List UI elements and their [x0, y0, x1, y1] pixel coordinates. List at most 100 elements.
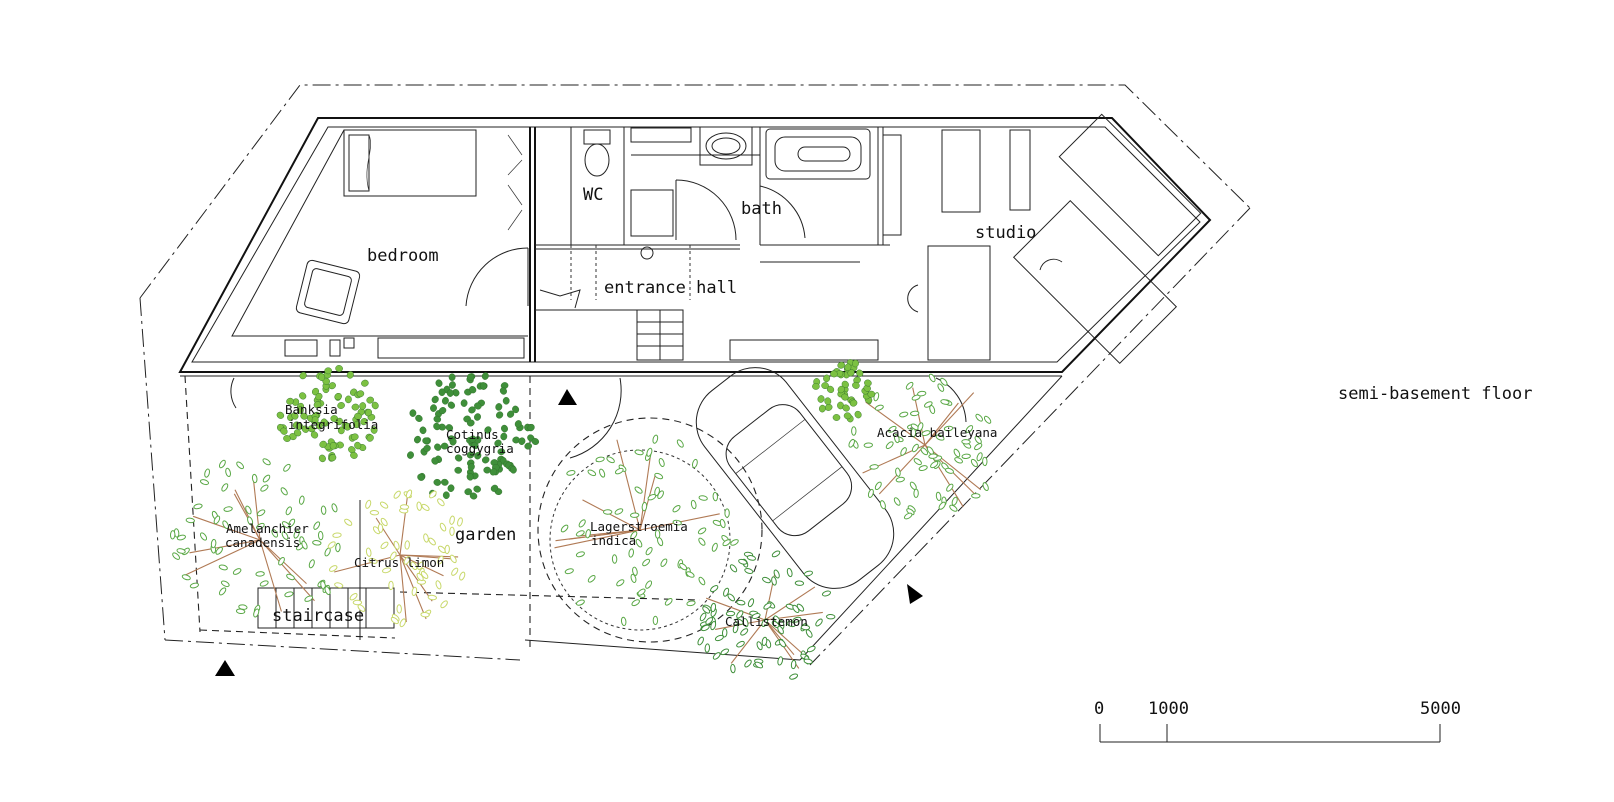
tree-leaf — [346, 371, 354, 379]
tree-leaf — [467, 419, 475, 427]
tree-leaf — [221, 483, 229, 492]
plant-label-callistemon: Callistemon — [725, 614, 808, 629]
tree-branch — [764, 586, 816, 621]
tree-leaf — [403, 556, 411, 565]
tree-leaf — [852, 359, 859, 368]
tree-leaf — [830, 370, 838, 378]
tree-leaf — [744, 659, 752, 668]
tree-leaf — [800, 624, 811, 631]
tree-leaf — [869, 464, 879, 470]
tree-leaf — [710, 585, 719, 593]
tree-leaf — [720, 648, 730, 656]
tree-leaf — [176, 548, 186, 554]
tree-leaf — [848, 438, 855, 448]
tree-leaf — [712, 491, 719, 502]
tree-leaf — [641, 501, 648, 512]
tree-leaf — [445, 424, 454, 432]
tree-leaf — [943, 425, 954, 432]
tree-leaf — [823, 374, 831, 383]
tree-branch — [924, 444, 982, 491]
tree-leaf — [738, 558, 748, 565]
tree-leaf — [701, 624, 710, 632]
tree-leaf — [399, 618, 407, 628]
tree-leaf — [335, 542, 341, 553]
tree-leaf — [518, 437, 526, 445]
tree-leaf — [310, 431, 319, 439]
tree-branch — [924, 392, 975, 446]
tree-leaf — [423, 533, 429, 543]
tree-leaf — [427, 594, 437, 601]
tree-leaf — [457, 517, 463, 527]
tree-leaf — [320, 505, 327, 515]
tree-leaf — [975, 413, 984, 422]
tree-leaf — [578, 519, 586, 528]
tree-leaf — [953, 448, 961, 458]
tree-leaf — [337, 426, 345, 435]
room-label-bedroom: bedroom — [367, 246, 439, 266]
tree-leaf — [365, 547, 372, 557]
tree-leaf — [698, 576, 706, 586]
tree-leaf — [747, 598, 755, 608]
tree-leaf — [169, 530, 176, 540]
tree-leaf — [411, 586, 418, 597]
tree-leaf — [863, 442, 873, 448]
tree-leaf — [315, 392, 323, 401]
tree-leaf — [222, 520, 229, 530]
tree-leaf — [710, 621, 717, 631]
tree-leaf — [448, 373, 456, 381]
tree-leaf — [318, 454, 326, 463]
tree-leaf — [300, 412, 308, 420]
tree-leaf — [469, 386, 477, 394]
bookshelf — [377, 337, 525, 359]
tree-leaf — [815, 618, 823, 627]
tree-leaf — [444, 544, 450, 555]
tree-leaf — [722, 539, 731, 547]
tree-leaf — [697, 636, 704, 646]
amelanchier-tree — [169, 458, 341, 618]
tree-leaf — [417, 473, 425, 481]
tree-leaf — [928, 373, 936, 383]
tree-leaf — [437, 555, 444, 565]
tree-leaf — [348, 446, 356, 454]
tree-leaf — [193, 503, 203, 510]
tree-leaf — [295, 422, 304, 430]
garden-trees — [169, 359, 992, 680]
studio-furniture — [907, 113, 1202, 365]
tree-leaf — [356, 390, 365, 398]
tree-leaf — [837, 361, 845, 369]
tree-leaf — [199, 532, 208, 541]
tree-leaf — [422, 437, 430, 445]
tree-branch — [183, 539, 261, 577]
tree-leaf — [773, 569, 780, 579]
tree-leaf — [895, 467, 901, 477]
tree-leaf — [328, 565, 338, 572]
tree-leaf — [479, 382, 487, 390]
tree-leaf — [404, 540, 410, 550]
tree-leaf — [481, 372, 489, 380]
tree-branch — [730, 619, 766, 664]
tree-leaf — [705, 617, 714, 625]
tree-leaf — [223, 506, 233, 512]
tree-leaf — [864, 379, 872, 387]
tree-leaf — [483, 466, 491, 474]
tree-leaf — [259, 580, 269, 587]
tree-leaf — [433, 478, 442, 486]
tree-leaf — [971, 493, 981, 499]
tree-leaf — [524, 442, 532, 450]
tree-leaf — [389, 551, 397, 561]
tree-leaf — [344, 395, 352, 404]
tree-leaf — [746, 555, 757, 561]
tree-leaf — [702, 606, 711, 614]
tree-leaf — [500, 432, 508, 441]
tree-leaf — [944, 467, 955, 474]
tree-leaf — [396, 604, 402, 614]
tree-leaf — [494, 439, 502, 447]
tree-leaf — [388, 580, 394, 591]
tree-leaf — [251, 473, 258, 484]
tree-leaf — [335, 417, 343, 426]
tree-leaf — [369, 509, 380, 516]
tree-leaf — [331, 503, 338, 513]
tree-leaf — [181, 574, 191, 581]
tree-leaf — [466, 473, 474, 481]
tree-leaf — [441, 478, 449, 486]
